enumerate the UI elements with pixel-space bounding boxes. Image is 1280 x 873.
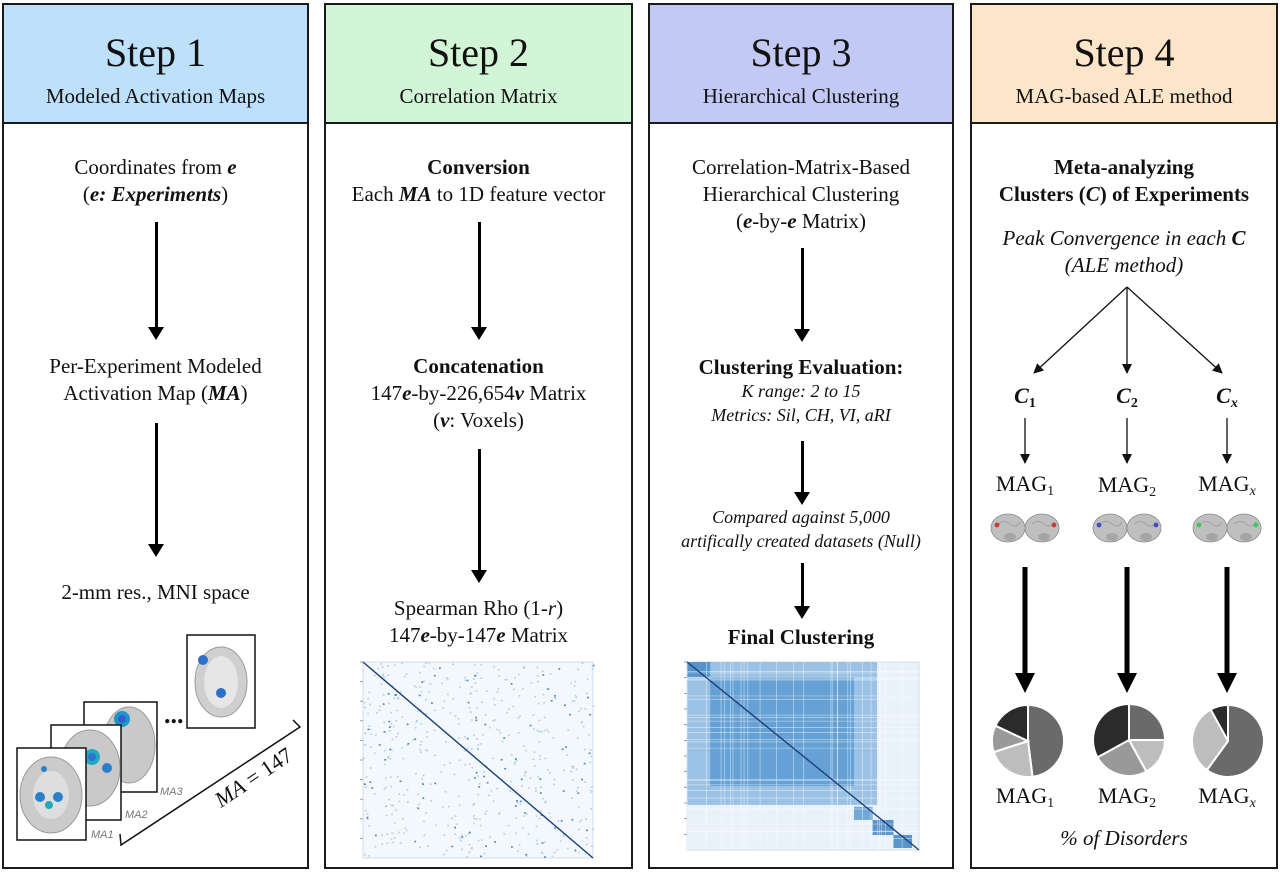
mni-space-label: 2-mm res., MNI space bbox=[61, 580, 250, 604]
step3-arrow-2 bbox=[794, 441, 810, 505]
cluster-c2-label: C2 bbox=[1116, 383, 1138, 411]
concatenation-block: Concatenation 147e-by-226,654v Matrix (v… bbox=[370, 354, 587, 432]
step1-title: Step 1 bbox=[104, 30, 207, 75]
clustered-matrix-image bbox=[684, 661, 920, 851]
cluster-cx-label: Cx bbox=[1216, 383, 1238, 411]
magx-label-top: MAGx bbox=[1198, 471, 1256, 499]
step4-subtitle: MAG-based ALE method bbox=[1015, 84, 1233, 108]
mag1-label-bottom: MAG1 bbox=[995, 783, 1055, 811]
svg-text:MA = 147: MA = 147 bbox=[209, 742, 297, 813]
step2-header: Step 2 Correlation Matrix bbox=[326, 5, 631, 124]
step3-subtitle: Hierarchical Clustering bbox=[702, 84, 900, 108]
step1-arrow-1 bbox=[148, 222, 164, 340]
branch-arrow-c1 bbox=[1033, 286, 1128, 374]
mag2-label-top: MAG2 bbox=[1097, 472, 1157, 500]
step4-graphics bbox=[990, 286, 1265, 778]
coordinates-label: Coordinates from e (e: Experiments) bbox=[74, 155, 237, 206]
pie-slice bbox=[1092, 702, 1130, 759]
disorders-footer: % of Disorders bbox=[1060, 826, 1188, 850]
step4-panel: Step 4 MAG-based ALE method Meta-analyzi… bbox=[970, 3, 1278, 869]
evaluation-params: K range: 2 to 15 Metrics: Sil, CH, VI, a… bbox=[711, 381, 891, 425]
ma-map-stack: ... MA3 MA2 MA1 MA = 147 bbox=[16, 634, 302, 847]
step3-arrow-3 bbox=[794, 563, 810, 619]
svg-text:MA3: MA3 bbox=[160, 786, 184, 798]
step1-subtitle: Modeled Activation Maps bbox=[45, 84, 266, 108]
step2-arrow-2 bbox=[471, 449, 487, 583]
pie-slice bbox=[994, 703, 1029, 743]
mag2-label-bottom: MAG2 bbox=[1097, 783, 1157, 811]
mag1-label-top: MAG1 bbox=[995, 471, 1055, 499]
peak-convergence: Peak Convergence in each C (ALE method) bbox=[1002, 226, 1246, 277]
brain-thumbnail bbox=[1024, 513, 1060, 543]
step2-arrow-1 bbox=[471, 222, 487, 340]
meta-analysis-block: Meta-analyzing Clusters (C) of Experimen… bbox=[998, 155, 1250, 206]
step3-header: Step 3 Hierarchical Clustering bbox=[650, 5, 952, 124]
step1-header: Step 1 Modeled Activation Maps bbox=[4, 5, 307, 124]
final-clustering-label: Final Clustering bbox=[727, 625, 875, 649]
correlation-matrix-image bbox=[360, 661, 595, 859]
pie-slice bbox=[1027, 703, 1065, 778]
hierarchical-block: Correlation-Matrix-Based Hierarchical Cl… bbox=[691, 155, 911, 233]
step3-panel: Step 3 Hierarchical Clustering Correlati… bbox=[648, 3, 954, 869]
evaluation-title: Clustering Evaluation: bbox=[698, 355, 904, 379]
branch-arrow-cx bbox=[1126, 286, 1223, 374]
step4-title: Step 4 bbox=[1073, 30, 1175, 75]
step2-title: Step 2 bbox=[427, 30, 530, 75]
pie-slice bbox=[1205, 703, 1265, 778]
step1-arrow-2 bbox=[148, 423, 164, 557]
cluster-c1-label: C1 bbox=[1014, 383, 1036, 411]
pie-slice bbox=[1096, 738, 1148, 777]
null-comparison: Compared against 5,000 artifically creat… bbox=[681, 507, 921, 551]
spearman-block: Spearman Rho (1-r) 147e-by-147e Matrix bbox=[388, 596, 569, 647]
step2-panel: Step 2 Correlation Matrix Conversion Eac… bbox=[324, 3, 633, 869]
step3-arrow-1 bbox=[794, 248, 810, 342]
conversion-block: Conversion Each MA to 1D feature vector bbox=[351, 155, 606, 206]
step2-subtitle: Correlation Matrix bbox=[399, 84, 558, 108]
brain-thumbnail bbox=[1126, 513, 1162, 543]
pie-slice bbox=[1191, 708, 1230, 772]
step3-title: Step 3 bbox=[750, 30, 852, 75]
svg-text:MA1: MA1 bbox=[91, 829, 114, 841]
svg-text:MA2: MA2 bbox=[125, 809, 148, 821]
magx-label-bottom: MAGx bbox=[1198, 783, 1256, 811]
brain-thumbnail bbox=[1226, 513, 1262, 543]
ma-label: Per-Experiment Modeled Activation Map (M… bbox=[49, 354, 262, 405]
pie-slice bbox=[1209, 703, 1229, 742]
step1-panel: Step 1 Modeled Activation Maps Coordinat… bbox=[2, 3, 309, 869]
step4-header: Step 4 MAG-based ALE method bbox=[972, 5, 1276, 124]
pie-slice bbox=[1128, 702, 1167, 741]
svg-text:...: ... bbox=[164, 700, 184, 729]
